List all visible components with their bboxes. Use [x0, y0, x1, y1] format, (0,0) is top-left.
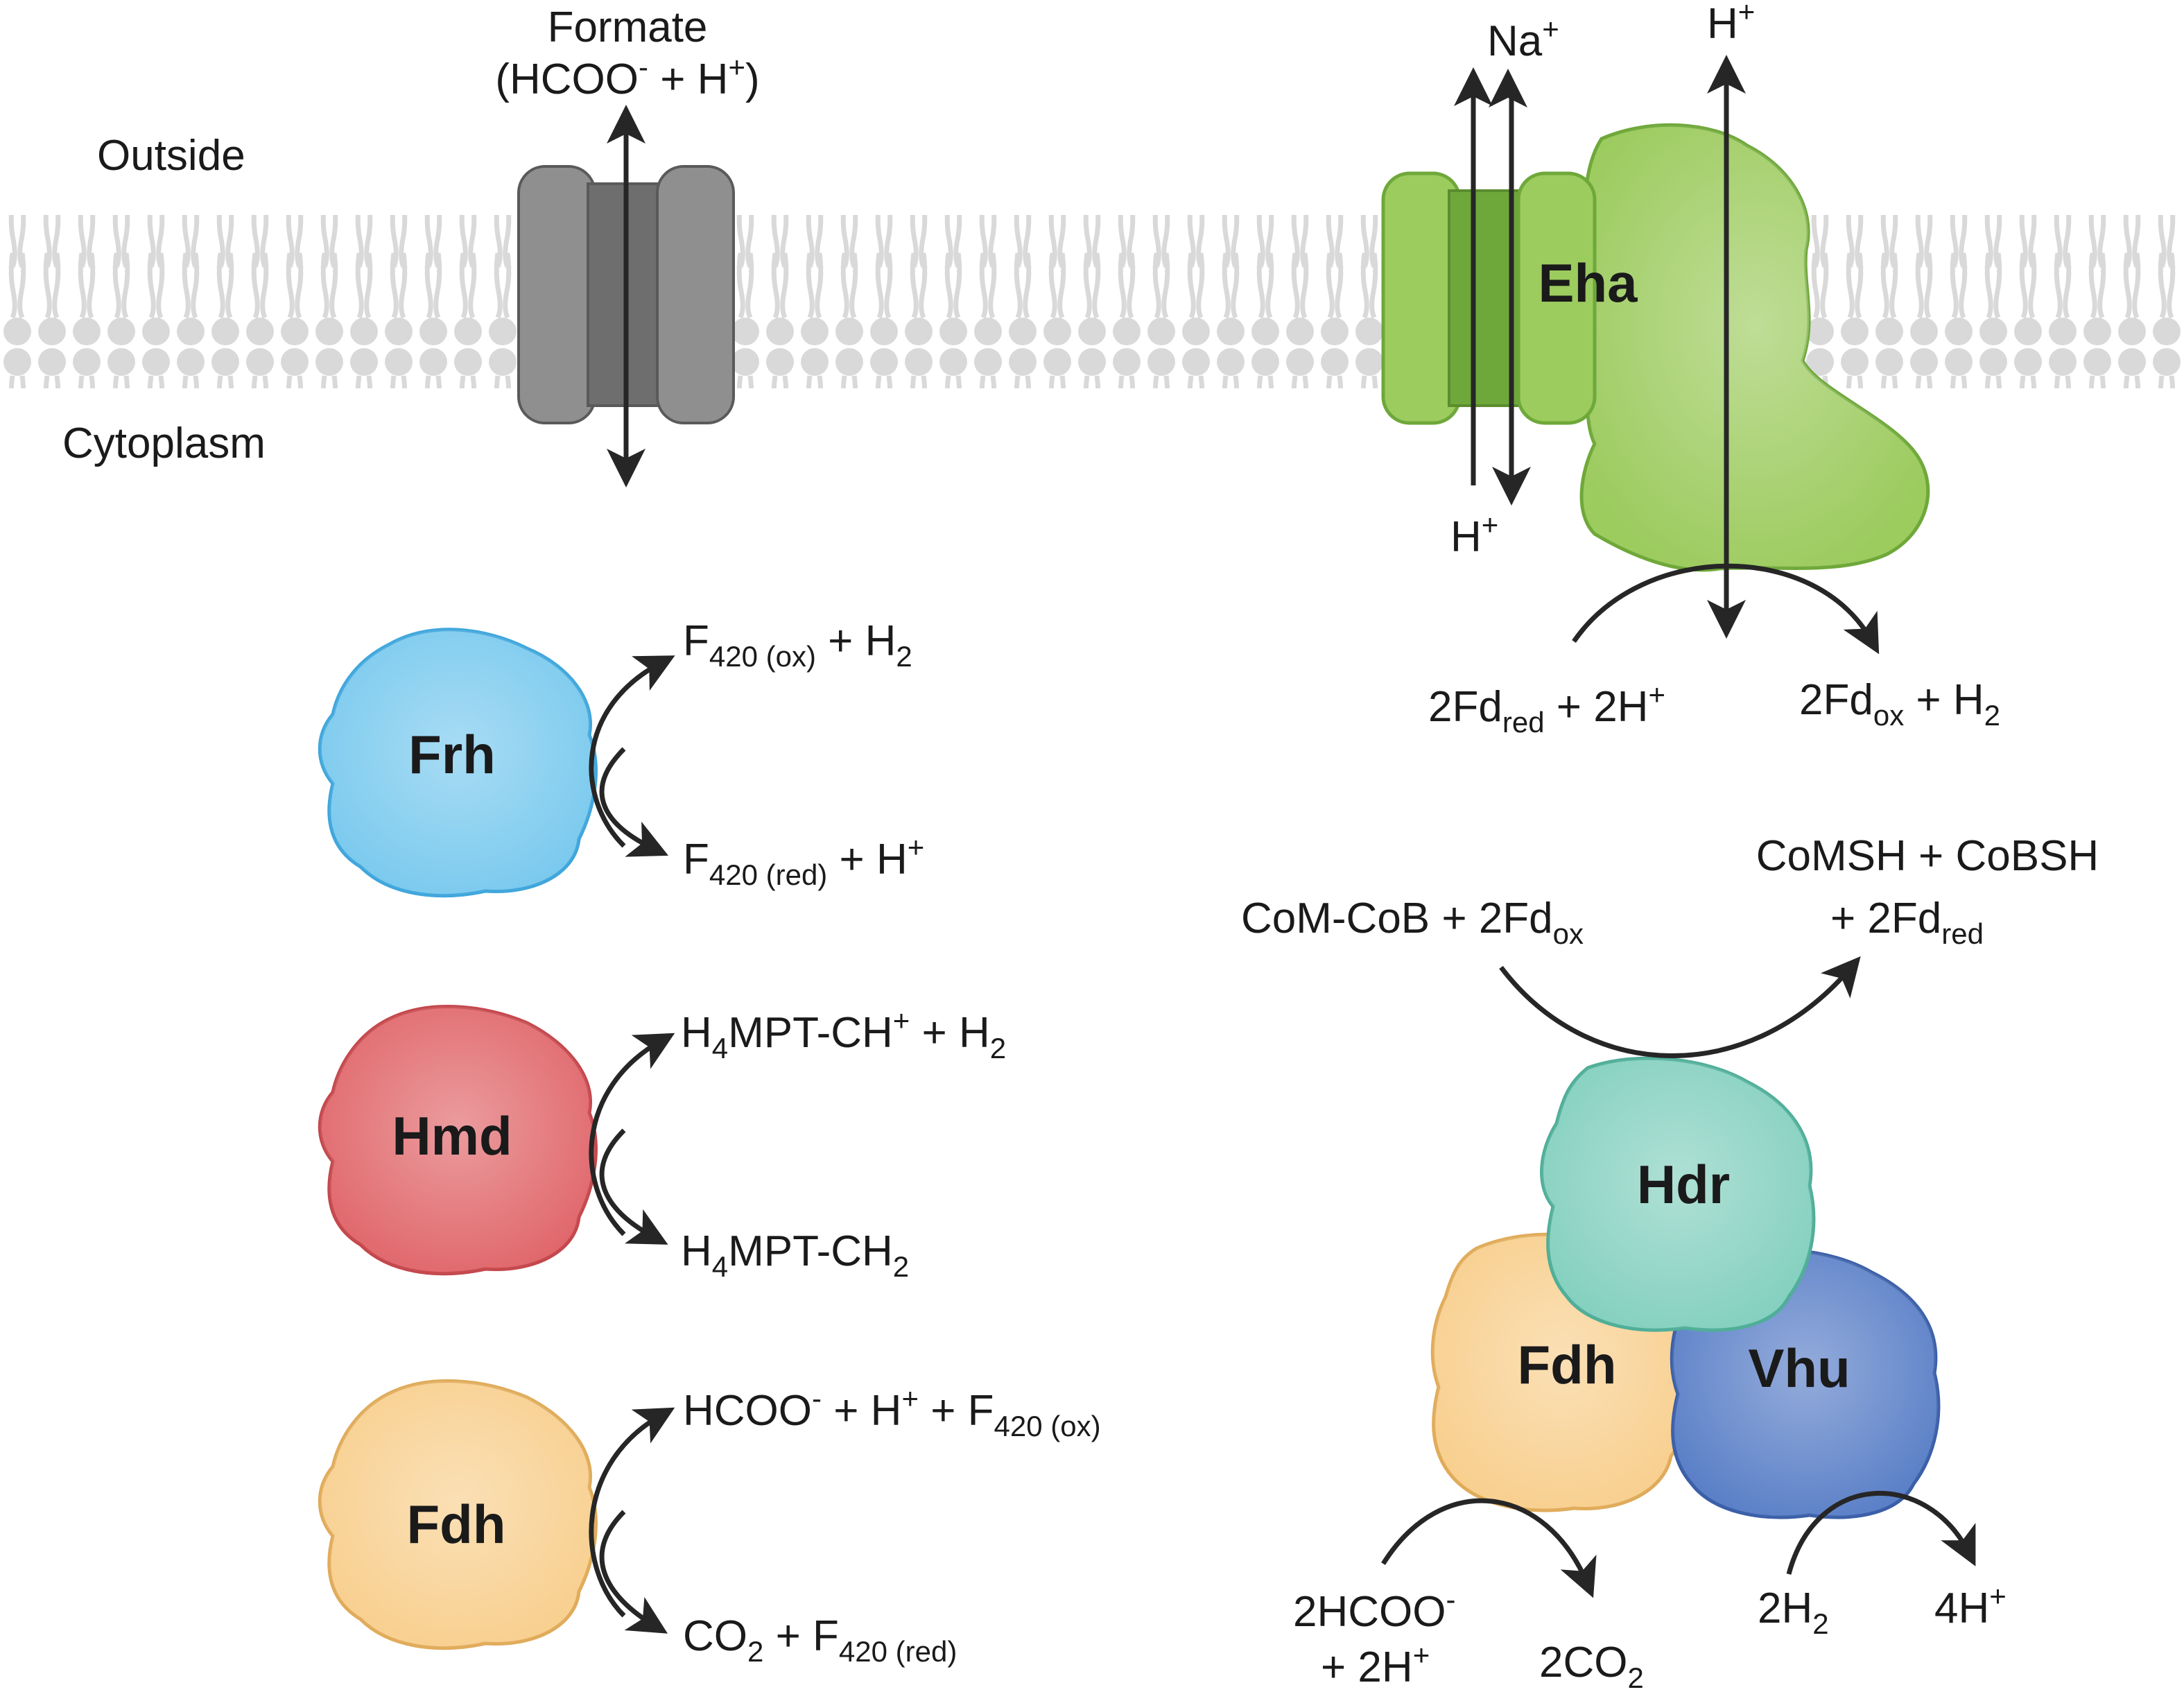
hdr-product-line2: + 2Fdred	[1830, 895, 1984, 950]
hplus-product: 4H+	[1934, 1580, 2007, 1632]
frh-enzyme	[318, 628, 675, 898]
frh-label: Frh	[408, 724, 496, 785]
hmd-enzyme	[318, 1005, 675, 1276]
cytoplasm-label: Cytoplasm	[62, 420, 266, 467]
eha-substrate: 2Fdred + 2H+	[1428, 678, 1665, 739]
fdh-enzyme	[318, 1379, 675, 1650]
frh-top-reaction: F420 (ox) + H2	[683, 617, 912, 673]
frh-bottom-reaction: F420 (red) + H+	[683, 831, 924, 891]
fdh-label: Fdh	[407, 1494, 506, 1555]
eha-h-bottom-label: H+	[1450, 508, 1498, 561]
eha-complex	[1381, 55, 1930, 655]
hmd-label: Hmd	[392, 1105, 512, 1166]
eha-label: Eha	[1538, 252, 1638, 313]
formate-channel	[517, 105, 735, 487]
membrane	[0, 215, 2184, 388]
fdh-bottom-reaction: CO2 + F420 (red)	[683, 1612, 957, 1668]
eha-h-top-label: H+	[1707, 0, 1755, 48]
vhu-label: Vhu	[1748, 1338, 1850, 1399]
eha-product: 2Fdox + H2	[1799, 676, 2000, 732]
hdr-complex	[1381, 956, 1976, 1598]
fdh-top-reaction: HCOO- + H+ + F420 (ox)	[683, 1382, 1101, 1442]
formate-formula: (HCOO- + H+)	[495, 51, 759, 103]
co2-product: 2CO2	[1539, 1639, 1644, 1692]
h2-substrate: 2H2	[1758, 1585, 1829, 1640]
formate-substrate-line1: 2HCOO-	[1293, 1583, 1455, 1636]
hdr-label: Hdr	[1637, 1154, 1730, 1215]
fdh-complex-label: Fdh	[1518, 1334, 1617, 1395]
outside-label: Outside	[97, 132, 245, 180]
formate-label: Formate	[548, 3, 708, 51]
hdr-substrate: CoM-CoB + 2Fdox	[1241, 895, 1584, 950]
hmd-top-reaction: H4MPT-CH+ + H2	[681, 1004, 1006, 1064]
hmd-bottom-reaction: H4MPT-CH2	[681, 1227, 909, 1283]
hdr-product-line1: CoMSH + CoBSH	[1756, 832, 2099, 880]
formate-substrate-line2: + 2H+	[1321, 1639, 1430, 1691]
eha-na-label: Na+	[1487, 12, 1559, 65]
